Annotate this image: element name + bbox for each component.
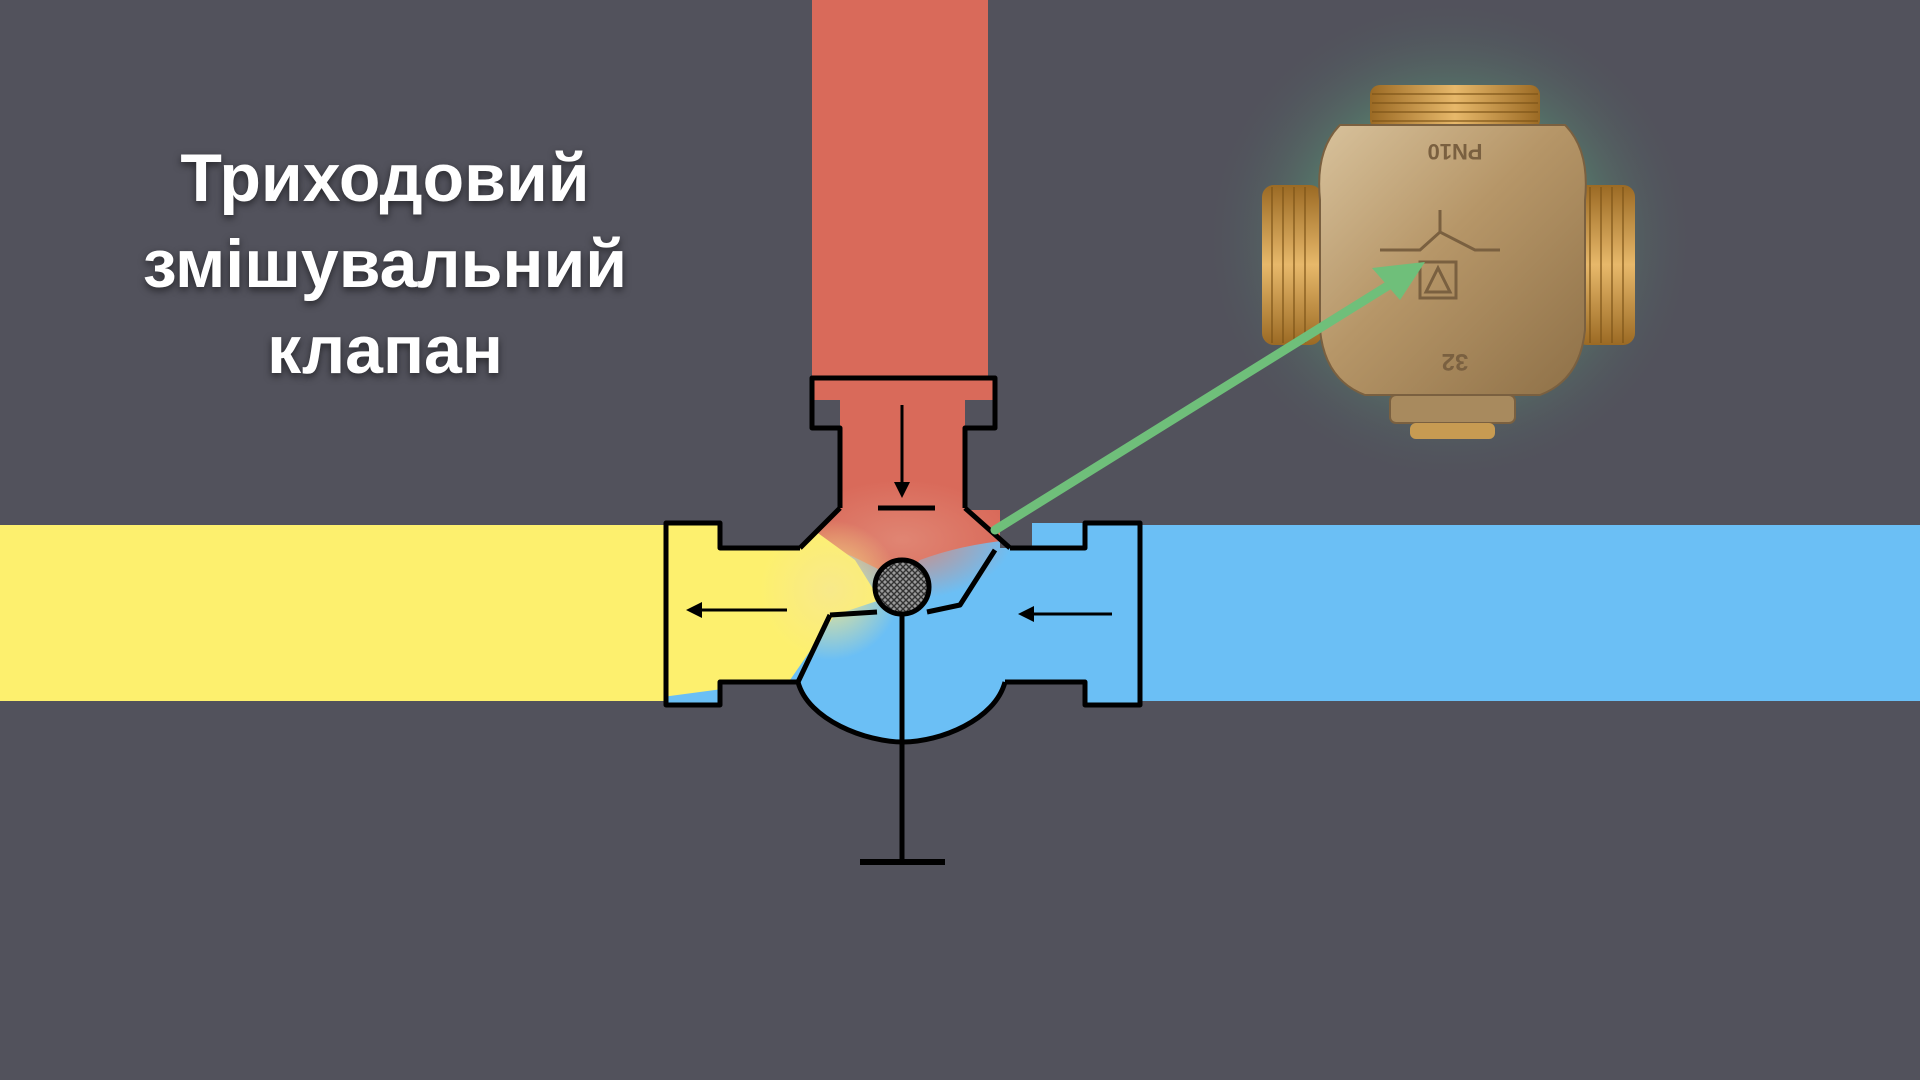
arrow-left-icon xyxy=(1018,606,1112,622)
title-line-1: Триходовий xyxy=(180,140,590,216)
valve-stem xyxy=(860,612,945,865)
arrow-left-icon xyxy=(686,602,787,618)
cold-return-pipe xyxy=(1138,525,1920,701)
hot-supply-pipe xyxy=(812,0,988,380)
arrow-down-icon xyxy=(894,405,910,498)
svg-text:32: 32 xyxy=(1442,348,1469,375)
mixed-outlet-pipe xyxy=(0,525,668,701)
pointer-arrow xyxy=(990,267,1415,535)
svg-text:PN10: PN10 xyxy=(1427,139,1482,164)
diagram-title: Триходовий змішувальний клапан xyxy=(110,135,660,393)
brass-valve-photo: PN10 32 xyxy=(1262,85,1635,439)
mixing-ball-icon xyxy=(872,557,932,617)
title-line-3: клапан xyxy=(267,312,503,388)
pointer-arrow-head-icon xyxy=(1372,262,1425,300)
title-line-2: змішувальний xyxy=(142,226,628,302)
